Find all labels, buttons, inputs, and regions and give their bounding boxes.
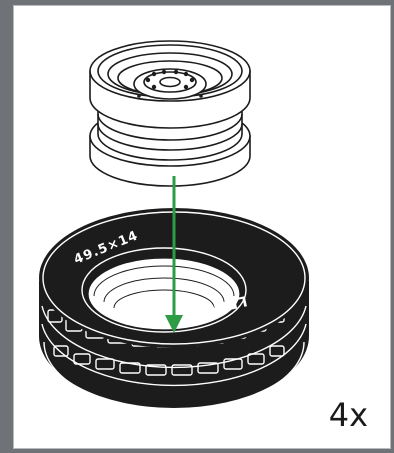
rim-icon — [90, 41, 250, 186]
assembly-illustration: 49.5×14 LEGO Group — [14, 6, 392, 450]
instruction-panel: 49.5×14 LEGO Group — [13, 5, 391, 449]
quantity-label: 4x — [329, 396, 368, 434]
